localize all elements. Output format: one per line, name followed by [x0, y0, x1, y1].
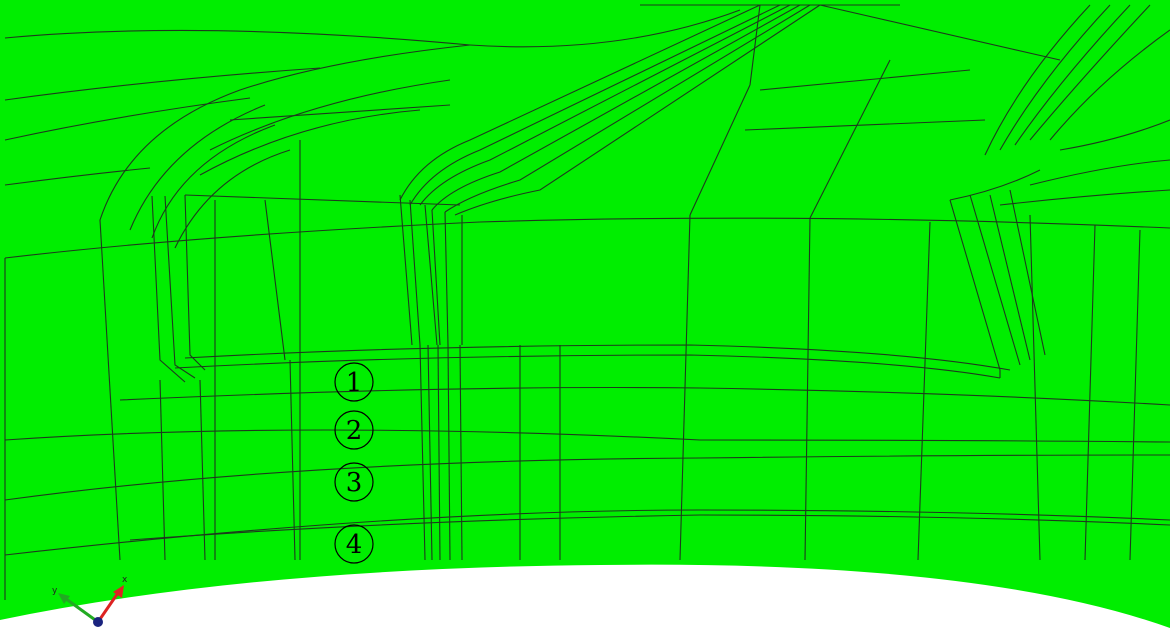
svg-text:3: 3: [346, 468, 363, 498]
z-axis-dot: [93, 617, 103, 627]
row-label-3: 3: [334, 462, 374, 502]
row-label-2: 2: [334, 410, 374, 450]
x-axis-arrowhead: [113, 585, 124, 598]
x-axis-label: x: [122, 575, 128, 585]
row-label-1: 1: [334, 362, 374, 402]
axis-triad: y x: [52, 575, 128, 627]
y-axis-arrowhead: [58, 593, 70, 604]
row-label-4: 4: [334, 524, 374, 564]
y-axis-label: y: [52, 586, 58, 596]
x-axis-arrow: [96, 589, 122, 623]
svg-text:4: 4: [346, 530, 363, 560]
y-axis-arrow: [61, 594, 99, 624]
mesh-wireframe: [4, 4, 1170, 600]
svg-text:1: 1: [346, 368, 363, 398]
svg-text:2: 2: [346, 416, 363, 446]
